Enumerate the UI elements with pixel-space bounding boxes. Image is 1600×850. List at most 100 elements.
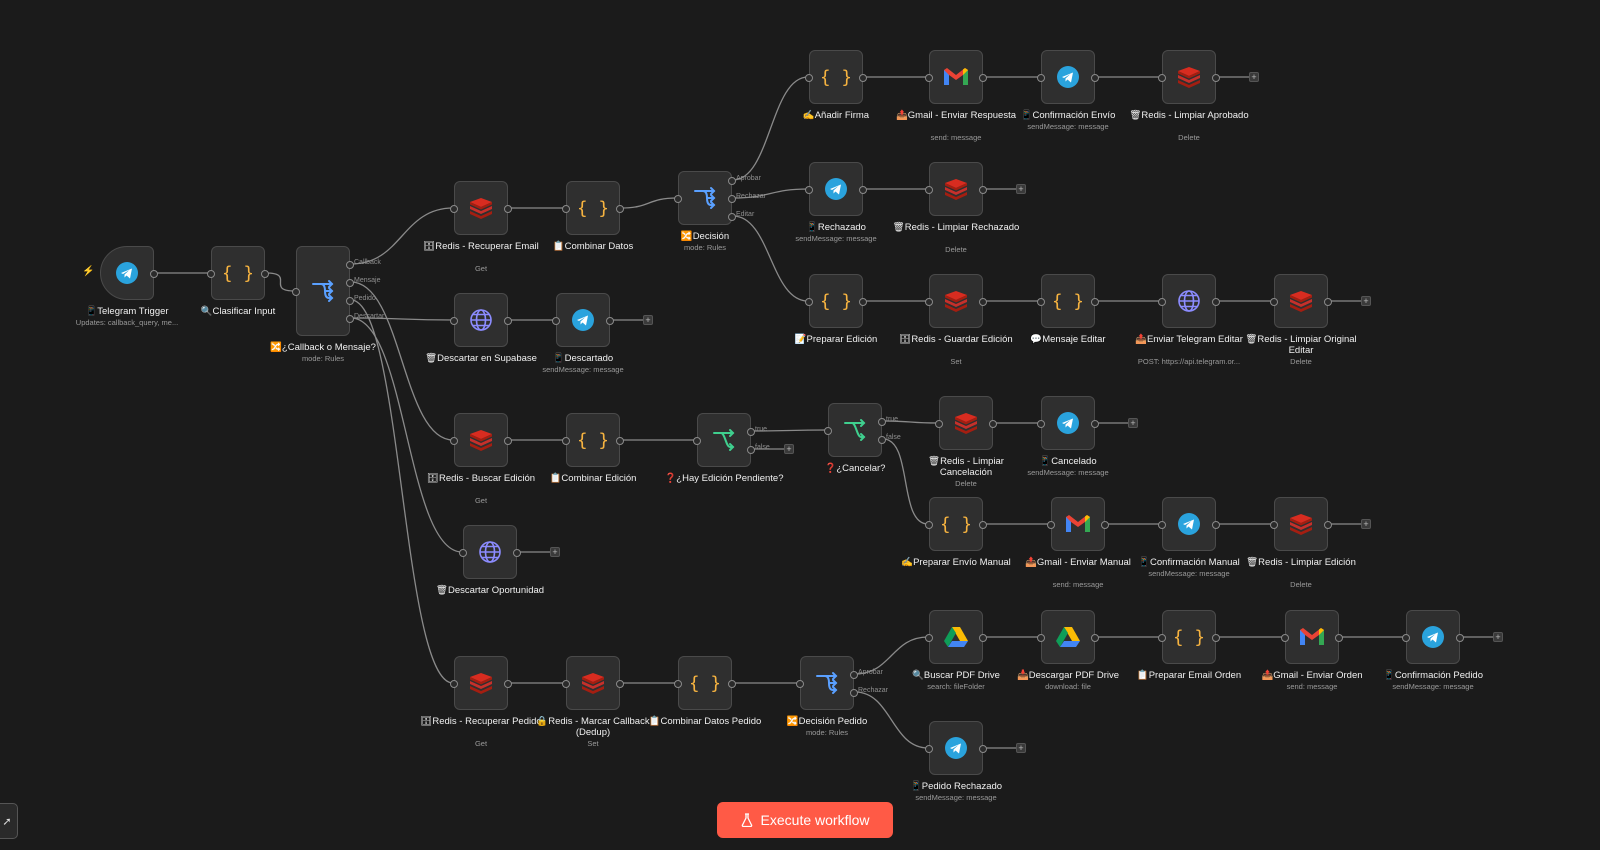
output-port[interactable] xyxy=(1324,521,1332,529)
node-pedido-rechazado[interactable] xyxy=(925,721,987,775)
output-port[interactable] xyxy=(979,745,987,753)
output-port[interactable] xyxy=(1091,420,1099,428)
input-port[interactable] xyxy=(1037,74,1045,82)
input-port[interactable] xyxy=(693,437,701,445)
node-redis-limpiar-cancelacion[interactable] xyxy=(935,396,997,450)
node-confirmacion-manual[interactable] xyxy=(1158,497,1220,551)
connection-wire[interactable] xyxy=(882,420,939,424)
input-port[interactable] xyxy=(562,680,570,688)
output-port[interactable] xyxy=(728,177,736,185)
input-port[interactable] xyxy=(1037,634,1045,642)
input-port[interactable] xyxy=(1270,521,1278,529)
input-port[interactable] xyxy=(1047,521,1055,529)
node-combinar-edicion[interactable]: { } xyxy=(562,413,624,467)
output-port[interactable] xyxy=(728,195,736,203)
output-port[interactable] xyxy=(1456,634,1464,642)
output-port[interactable] xyxy=(504,205,512,213)
node-combinar-datos-pedido[interactable]: { } xyxy=(674,656,736,710)
node-callback-o-mensaje[interactable] xyxy=(292,246,354,336)
node-telegram-trigger[interactable] xyxy=(100,246,158,300)
input-port[interactable] xyxy=(805,74,813,82)
add-node-button[interactable]: + xyxy=(784,444,794,454)
node-redis-buscar-edicion[interactable] xyxy=(450,413,512,467)
input-port[interactable] xyxy=(674,680,682,688)
output-port[interactable] xyxy=(1212,634,1220,642)
input-port[interactable] xyxy=(805,298,813,306)
node-redis-recuperar-email[interactable] xyxy=(450,181,512,235)
node-mensaje-editar[interactable]: { } xyxy=(1037,274,1099,328)
add-node-button[interactable]: + xyxy=(1249,72,1259,82)
input-port[interactable] xyxy=(459,549,467,557)
add-node-button[interactable]: + xyxy=(1361,296,1371,306)
output-port[interactable] xyxy=(346,261,354,269)
input-port[interactable] xyxy=(1158,634,1166,642)
connection-wire[interactable] xyxy=(350,207,454,265)
node-redis-limpiar-edicion[interactable] xyxy=(1270,497,1332,551)
input-port[interactable] xyxy=(552,317,560,325)
node-confirmacion-pedido[interactable] xyxy=(1402,610,1464,664)
node-rechazado[interactable] xyxy=(805,162,867,216)
connection-wire[interactable] xyxy=(265,272,296,292)
output-port[interactable] xyxy=(859,186,867,194)
connection-wire[interactable] xyxy=(854,691,929,749)
input-port[interactable] xyxy=(1037,298,1045,306)
output-port[interactable] xyxy=(979,521,987,529)
connection-wire[interactable] xyxy=(350,317,463,553)
output-port[interactable] xyxy=(850,671,858,679)
node-hay-edicion-pendiente[interactable] xyxy=(693,413,755,467)
input-port[interactable] xyxy=(674,195,682,203)
execute-workflow-button[interactable]: Execute workflow xyxy=(717,802,893,838)
output-port[interactable] xyxy=(346,315,354,323)
input-port[interactable] xyxy=(925,521,933,529)
node-descartado[interactable] xyxy=(552,293,614,347)
output-port[interactable] xyxy=(979,186,987,194)
node-decision-pedido[interactable] xyxy=(796,656,858,710)
output-port[interactable] xyxy=(979,74,987,82)
input-port[interactable] xyxy=(562,437,570,445)
output-port[interactable] xyxy=(1335,634,1343,642)
node-enviar-telegram-editar[interactable] xyxy=(1158,274,1220,328)
output-port[interactable] xyxy=(1324,298,1332,306)
output-port[interactable] xyxy=(346,297,354,305)
output-port[interactable] xyxy=(747,428,755,436)
node-redis-guardar-edicion[interactable] xyxy=(925,274,987,328)
input-port[interactable] xyxy=(925,74,933,82)
input-port[interactable] xyxy=(450,317,458,325)
add-node-button[interactable]: + xyxy=(1128,418,1138,428)
node-anadir-firma[interactable]: { } xyxy=(805,50,867,104)
node-clasificar-input[interactable]: { } xyxy=(207,246,269,300)
output-port[interactable] xyxy=(261,270,269,278)
input-port[interactable] xyxy=(450,680,458,688)
connection-wire[interactable] xyxy=(732,76,809,181)
connection-wire[interactable] xyxy=(350,317,454,321)
output-port[interactable] xyxy=(1091,298,1099,306)
output-port[interactable] xyxy=(606,317,614,325)
input-port[interactable] xyxy=(925,634,933,642)
output-port[interactable] xyxy=(616,437,624,445)
output-port[interactable] xyxy=(616,205,624,213)
output-port[interactable] xyxy=(504,680,512,688)
output-port[interactable] xyxy=(728,680,736,688)
output-port[interactable] xyxy=(1212,521,1220,529)
input-port[interactable] xyxy=(824,427,832,435)
connection-wire[interactable] xyxy=(620,197,678,209)
node-preparar-email-orden[interactable]: { } xyxy=(1158,610,1220,664)
node-gmail-enviar-respuesta[interactable] xyxy=(925,50,987,104)
connection-wire[interactable] xyxy=(350,299,454,684)
node-decision[interactable] xyxy=(674,171,736,225)
output-port[interactable] xyxy=(150,270,158,278)
input-port[interactable] xyxy=(562,205,570,213)
output-port[interactable] xyxy=(747,446,755,454)
node-cancelar[interactable] xyxy=(824,403,886,457)
output-port[interactable] xyxy=(504,437,512,445)
connection-wire[interactable] xyxy=(882,438,929,525)
add-node-button[interactable]: + xyxy=(1361,519,1371,529)
node-gmail-enviar-orden[interactable] xyxy=(1281,610,1343,664)
input-port[interactable] xyxy=(1402,634,1410,642)
node-confirmacion-envio[interactable] xyxy=(1037,50,1099,104)
connection-wire[interactable] xyxy=(854,636,929,675)
output-port[interactable] xyxy=(1212,298,1220,306)
input-port[interactable] xyxy=(1037,420,1045,428)
connection-wire[interactable] xyxy=(751,429,828,432)
